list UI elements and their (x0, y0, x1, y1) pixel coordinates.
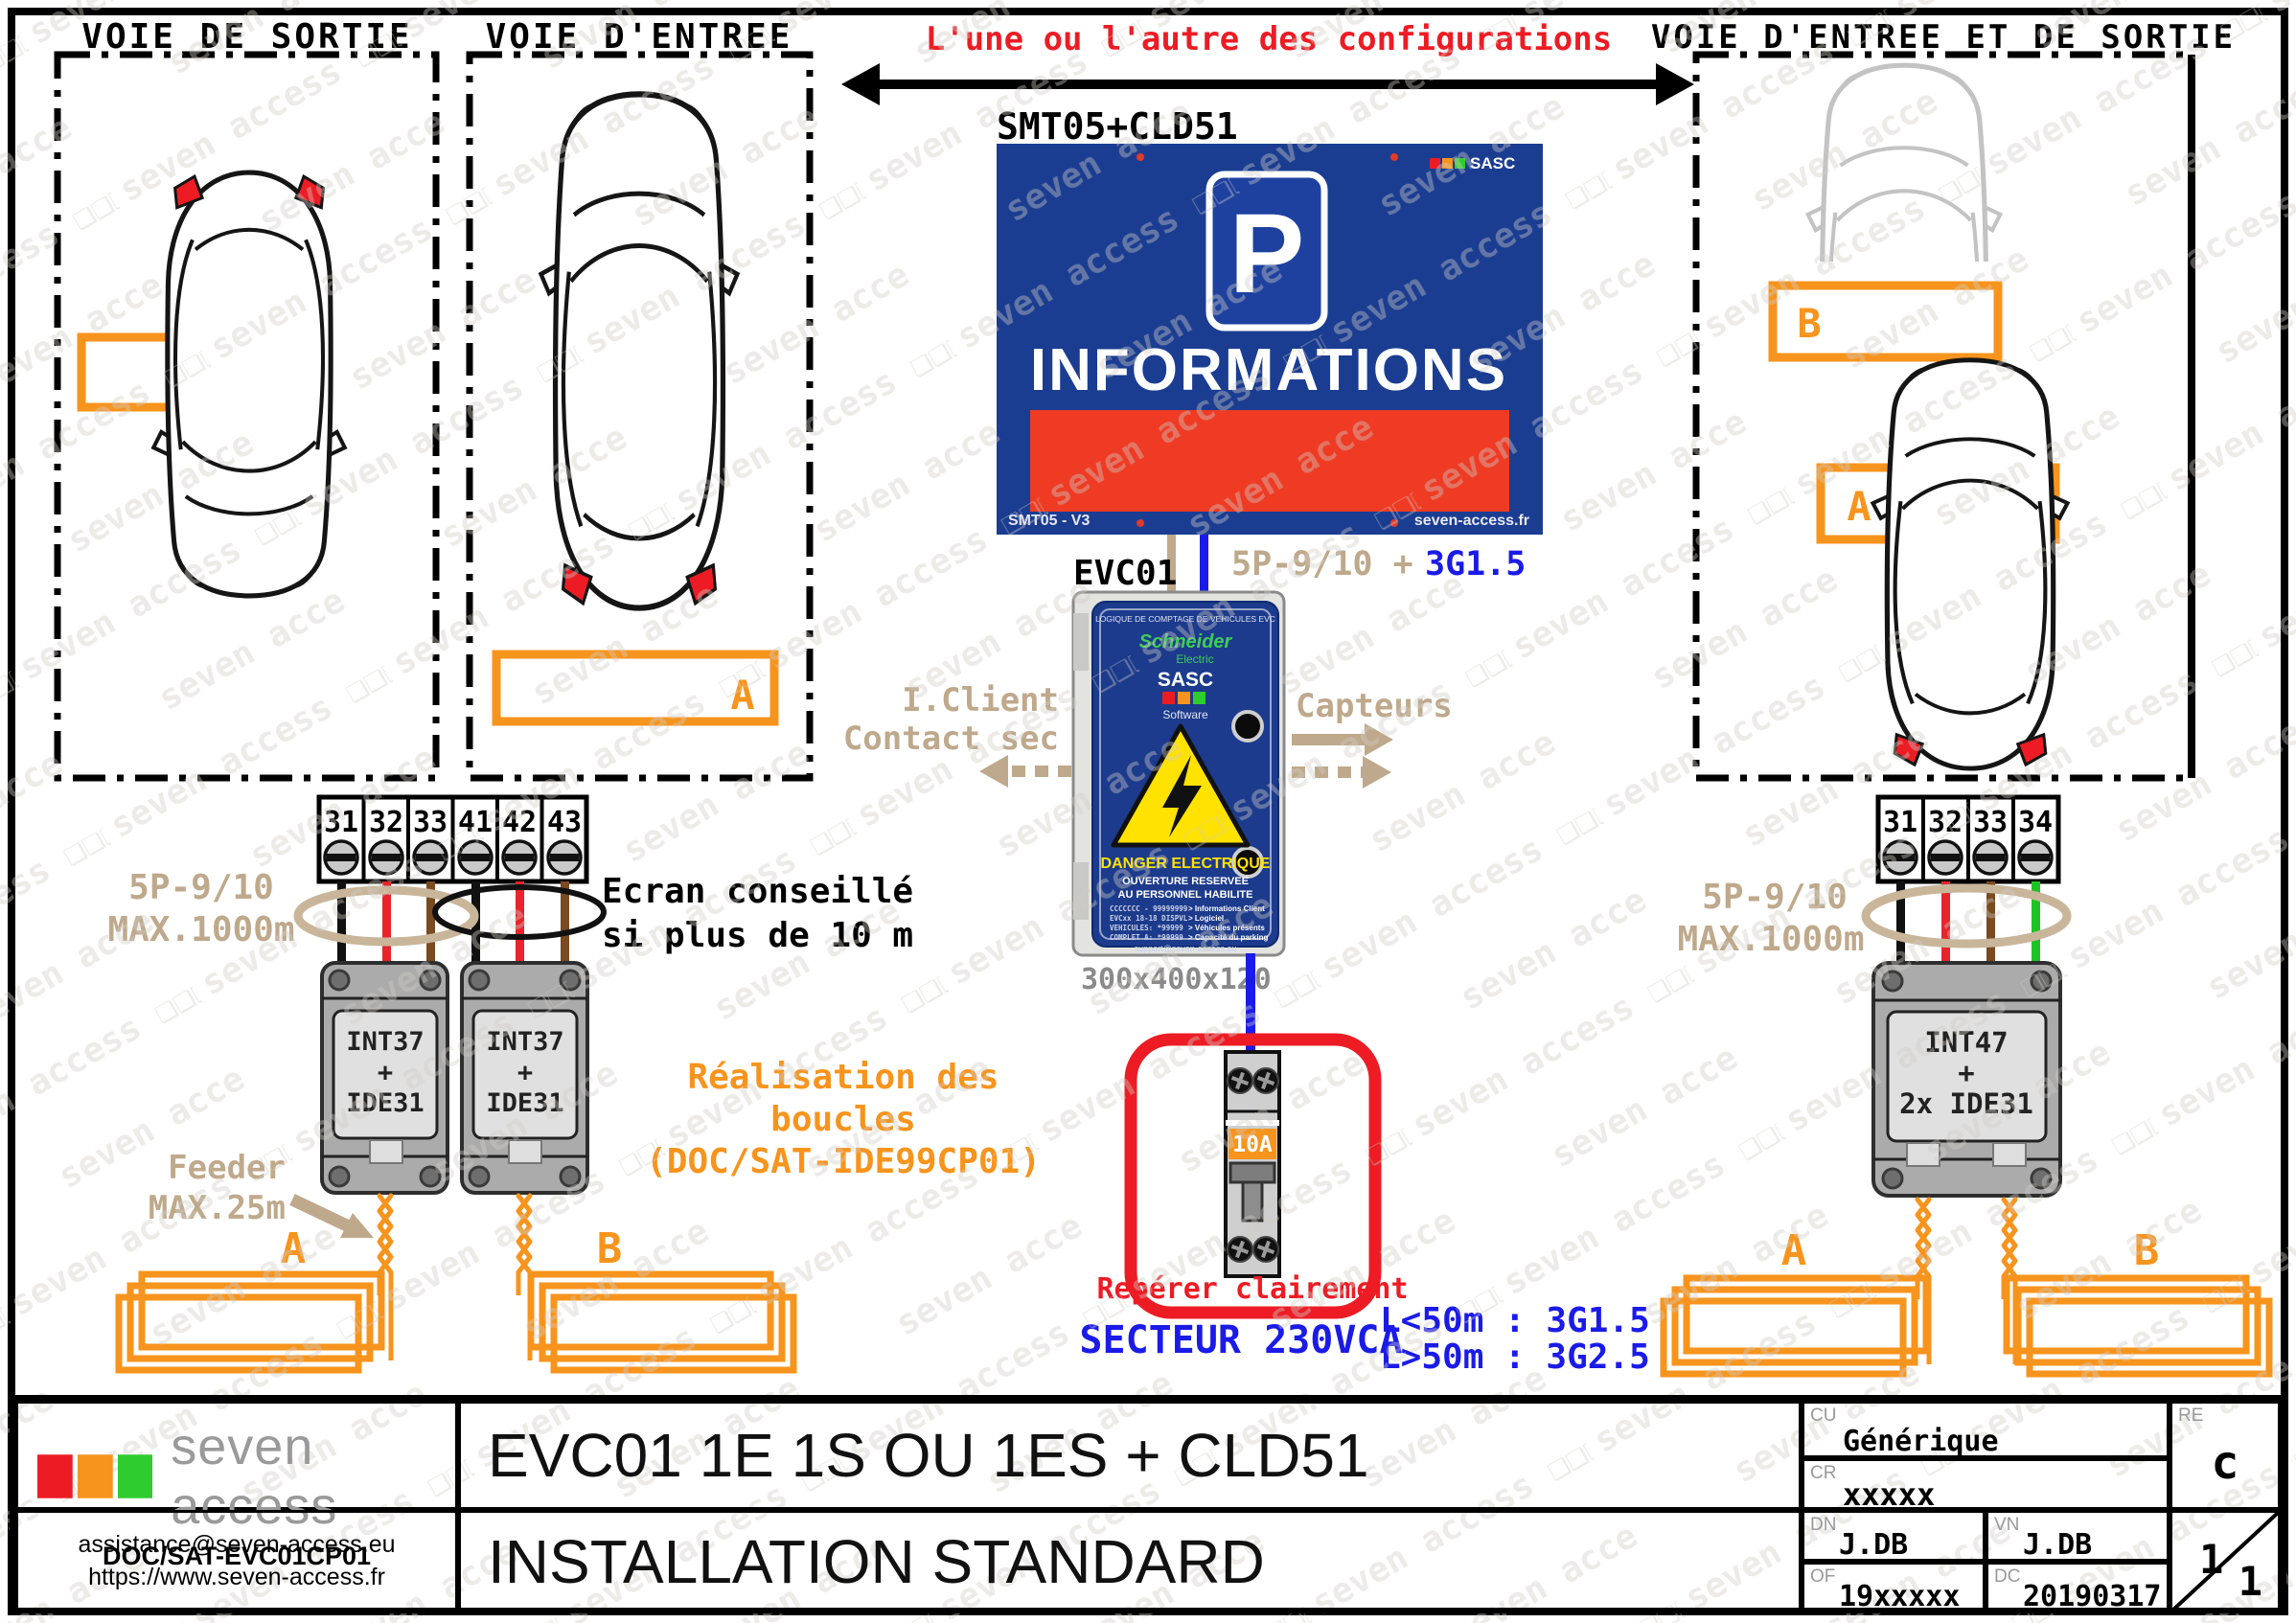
title-block: seven access DOC/SAT-EVC01CP01 assistanc… (10, 1395, 2286, 1613)
of-value: 19xxxxx (1839, 1580, 1961, 1613)
page-number: 1 (2199, 1536, 2224, 1583)
drawing-title-cell: EVC01 1E 1S OU 1ES + CLD51 (458, 1401, 1802, 1510)
dc-cell: DC 20190317 (1986, 1562, 2170, 1613)
dn-value: J.DB (1839, 1528, 1909, 1562)
contact-cell: assistance@seven-access.eu https://www.s… (15, 1510, 458, 1613)
cu-value: Générique (1843, 1425, 1999, 1458)
of-cell: OF 19xxxxx (1802, 1562, 1986, 1613)
dc-value: 20190317 (2023, 1580, 2162, 1613)
drawing-subtitle-cell: INSTALLATION STANDARD (458, 1510, 1802, 1613)
re-cell: RE c (2170, 1401, 2281, 1510)
vn-value: J.DB (2023, 1528, 2093, 1562)
drawing-subtitle: INSTALLATION STANDARD (488, 1527, 1265, 1596)
brand-name: seven access (171, 1418, 338, 1535)
dn-cell: DN J.DB (1802, 1510, 1986, 1562)
vn-cell: VN J.DB (1986, 1510, 2170, 1562)
page-total: 1 (2238, 1558, 2262, 1605)
brand-logo-icon (37, 1454, 73, 1498)
revision-value: c (2211, 1436, 2239, 1490)
page-cell: 1 1 (2170, 1510, 2281, 1613)
cr-value: xxxxx (1843, 1476, 1936, 1513)
support-url: https://www.seven-access.fr (88, 1564, 385, 1590)
drawing-title: EVC01 1E 1S OU 1ES + CLD51 (488, 1421, 1369, 1490)
cr-cell: CR xxxxx (1802, 1458, 2170, 1513)
document-code: DOC/SAT-EVC01CP01 (102, 1542, 372, 1570)
cu-cell: CU Générique (1802, 1401, 2170, 1458)
support-email: assistance@seven-access.eu (78, 1531, 396, 1559)
page-diagonal-icon (2172, 1513, 2278, 1611)
logo-cell: seven access DOC/SAT-EVC01CP01 (15, 1401, 458, 1570)
